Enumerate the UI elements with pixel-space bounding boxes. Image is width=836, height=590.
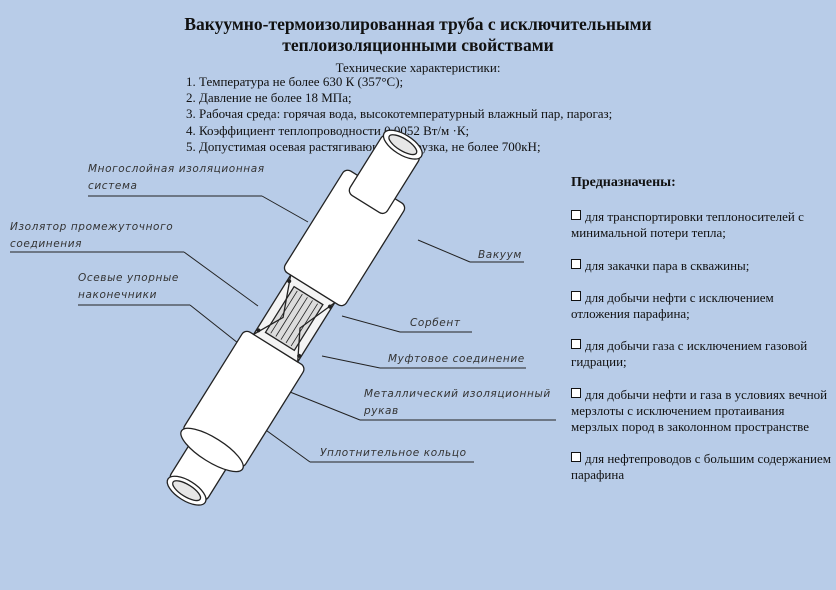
checkbox-icon: [571, 290, 581, 301]
title-line-1: Вакуумно-термоизолированная труба с искл…: [184, 14, 652, 34]
leader-line: [183, 251, 259, 307]
callout-multilayer-system: Многослойная изоляционная система: [88, 163, 265, 192]
purpose-item: для добычи нефти с исключением отложения…: [571, 289, 774, 322]
purpose-item: для добычи нефти и газа в условиях вечно…: [571, 386, 828, 435]
checkbox-icon: [571, 387, 581, 398]
checkbox-icon: [571, 452, 581, 463]
leader-line: [261, 195, 309, 223]
leader-line: [279, 387, 361, 421]
callout-sorbent: Сорбент: [410, 317, 461, 329]
specs-heading: Технические характеристики:: [335, 60, 501, 75]
callout-axial-tips: Осевые упорные наконечники: [78, 272, 179, 301]
purpose-item: для закачки пара в скважины;: [571, 258, 831, 274]
leader-line: [417, 239, 471, 263]
callout-vacuum: Вакуум: [478, 249, 522, 261]
pipe-bore-left: [172, 480, 202, 502]
callout-metal-sleeve: Металлический изоляционный рукав: [364, 388, 551, 417]
spec-item: 3. Рабочая среда: горячая вода, высокоте…: [186, 106, 613, 122]
spec-item: 5. Допустимая осевая растягивающая нагру…: [186, 138, 541, 154]
checkbox-icon: [571, 210, 581, 221]
page-title: Вакуумно-термоизолированная труба с искл…: [0, 14, 836, 56]
spec-item: 2. Давление не более 18 МПа;: [186, 90, 352, 106]
pipe-bore-right: [388, 134, 418, 156]
purpose-heading: Предназначены:: [571, 175, 676, 190]
jacket-end-left: [180, 427, 244, 473]
purpose-item: для транспортировки теплоносителей с мин…: [571, 209, 804, 241]
spec-item: 1. Температура не более 630 К (357°С);: [186, 74, 404, 89]
purpose-item: для добычи газа с исключением газовой ги…: [571, 338, 808, 370]
checkbox-icon: [571, 258, 581, 269]
leader-line: [341, 315, 401, 333]
callout-coupling: Муфтовое соединение: [388, 353, 525, 365]
purpose-panel: Предназначены: для транспортировки тепло…: [571, 175, 831, 500]
title-line-2: теплоизоляционными свойствами: [282, 35, 554, 55]
specs-list: 1. Температура не более 630 К (357°С); 2…: [186, 74, 612, 155]
checkbox-icon: [571, 339, 581, 350]
leader-line: [321, 355, 381, 369]
purpose-item: для нефтепроводов с большим содержанием …: [571, 451, 831, 483]
callout-seal-ring: Уплотнительное кольцо: [320, 447, 467, 459]
callout-joint-isolator: Изолятор промежуточного соединения: [10, 221, 174, 250]
